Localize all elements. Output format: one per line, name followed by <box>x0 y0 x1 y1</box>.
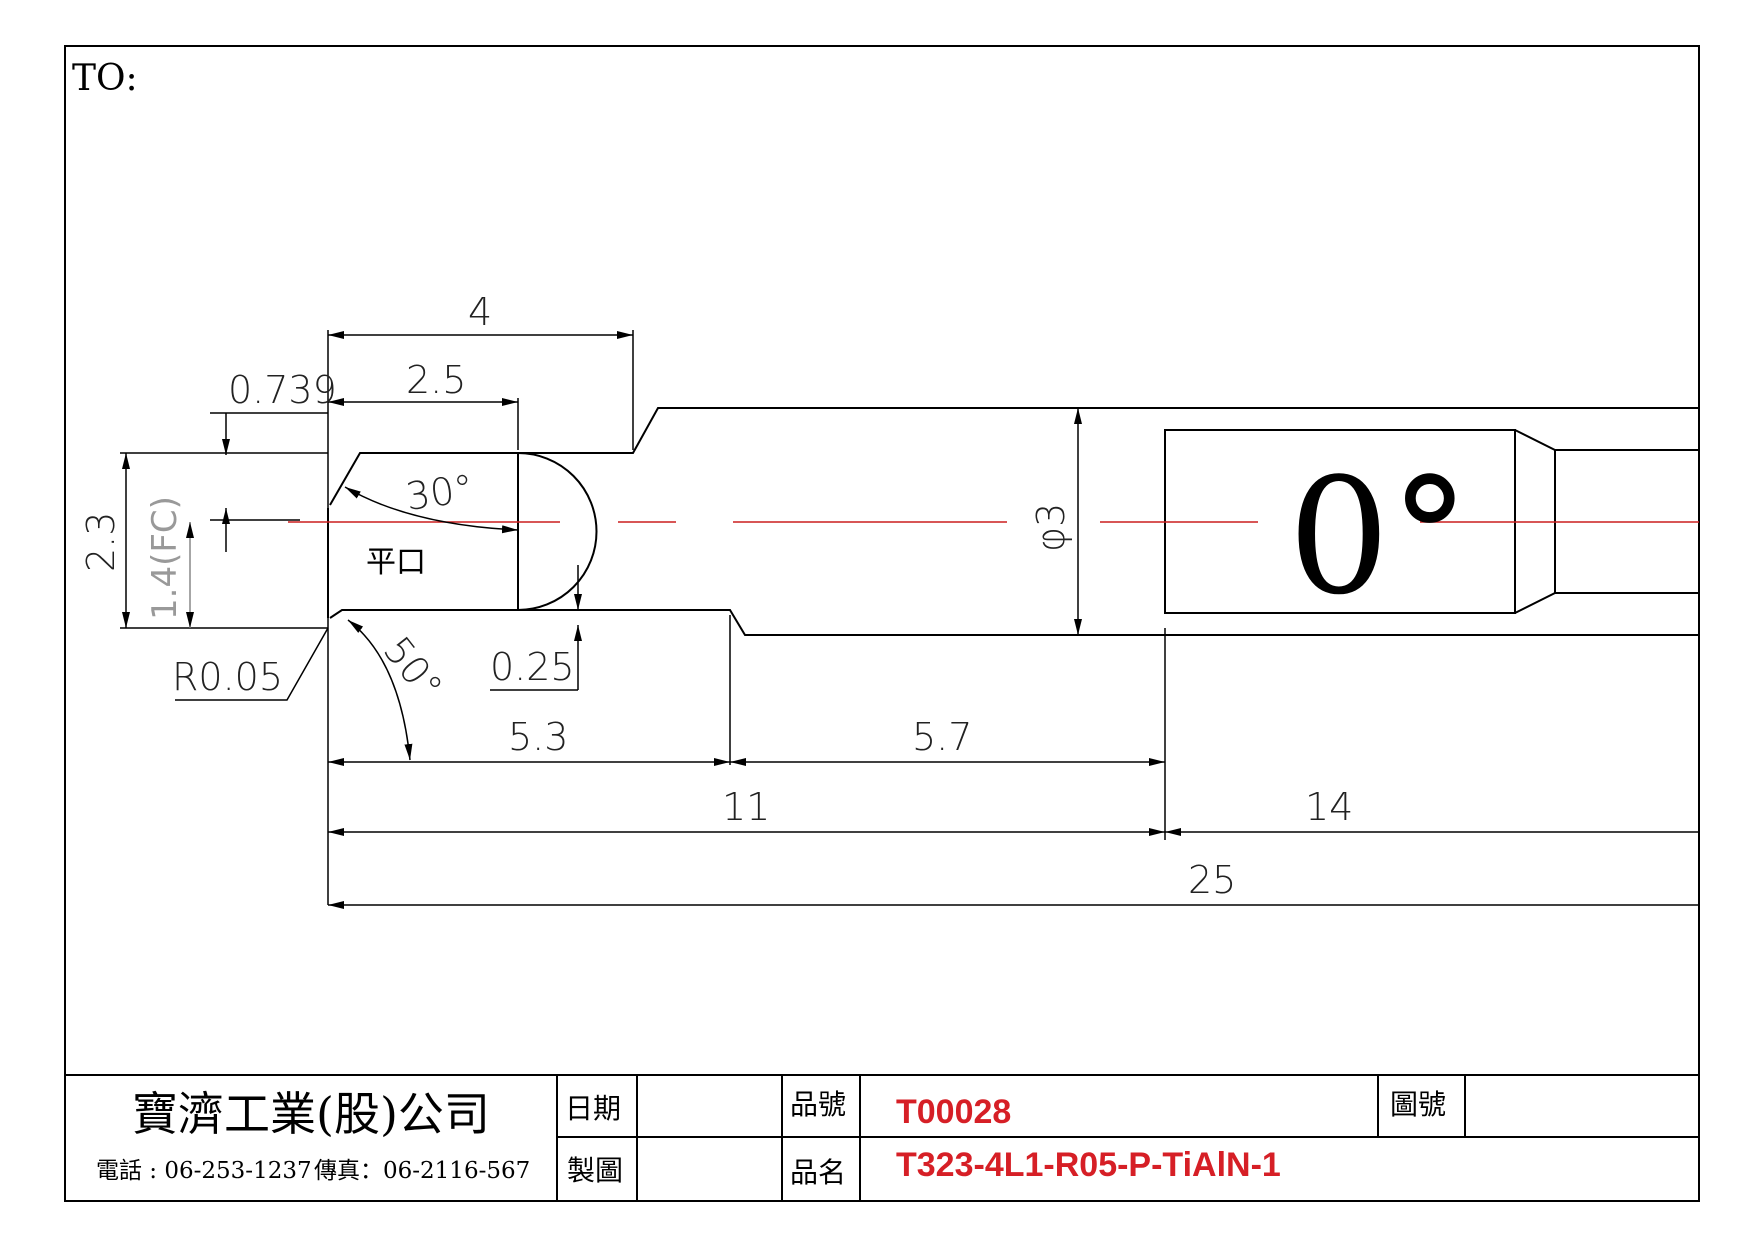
dim-width-fc: 1.4(FC) <box>145 496 185 620</box>
dim-diameter: φ3 <box>1029 503 1073 552</box>
drawn-label: 製圖 <box>567 1154 623 1187</box>
dimension-labels: 4 2.5 0.739 2.3 1.4(FC) 30° 平口 50° R0.05… <box>79 290 1470 902</box>
flat-note: 平口 <box>366 545 426 580</box>
dim-length-5-3: 5.3 <box>508 715 568 759</box>
dim-length-4: 4 <box>468 290 492 334</box>
dim-width-2-3: 2.3 <box>79 512 123 572</box>
dim-length-11: 11 <box>722 785 770 829</box>
drawing-no-label: 圖號 <box>1390 1088 1446 1121</box>
dimension-lines <box>122 331 1699 909</box>
company-fax: 傳真：06-2116-567 <box>314 1158 530 1184</box>
dim-length-14: 14 <box>1305 785 1353 829</box>
dim-offset-0-739: 0.739 <box>228 368 337 412</box>
part-name-value: T323-4L1-R05-P-TiAlN-1 <box>896 1146 1281 1184</box>
title-block: 寶濟工業(股)公司 電話 : 06-253-1237 傳真：06-2116-56… <box>65 1074 1699 1201</box>
dim-length-5-7: 5.7 <box>912 715 972 759</box>
dim-overall-25: 25 <box>1188 858 1236 902</box>
dim-length-2-5: 2.5 <box>406 358 466 402</box>
extension-lines <box>120 330 1166 905</box>
part-name-label: 品名 <box>790 1156 846 1189</box>
dim-angle-30: 30° <box>403 466 476 519</box>
part-no-value: T00028 <box>896 1093 1011 1131</box>
date-label: 日期 <box>565 1092 621 1125</box>
company-phone: 電話 : 06-253-1237 <box>96 1158 312 1184</box>
dim-depth-0-25: 0.25 <box>490 645 575 689</box>
marking-angle: 0° <box>1288 443 1470 630</box>
company-name: 寶濟工業(股)公司 <box>132 1087 490 1141</box>
dim-angle-50: 50° <box>375 628 451 708</box>
part-no-label: 品號 <box>790 1088 846 1121</box>
to-label: TO: <box>72 58 138 99</box>
dim-radius-r005: R0.05 <box>172 655 283 699</box>
drawing-frame <box>64 45 1700 1202</box>
